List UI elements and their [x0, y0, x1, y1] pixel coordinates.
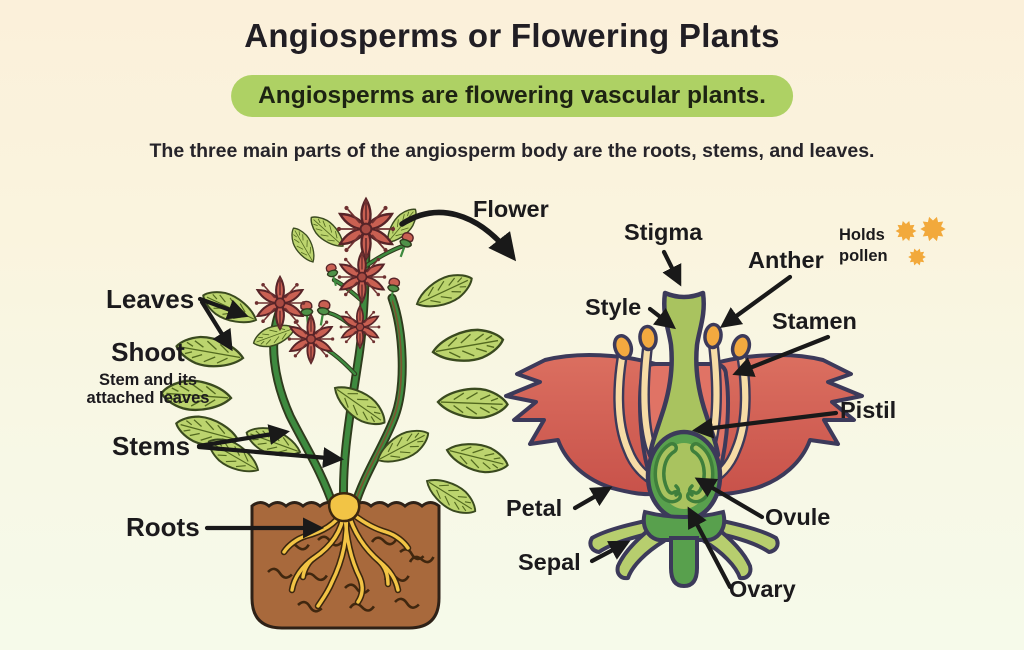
holds-pollen-label: Holds pollen — [839, 226, 888, 265]
stems-arrow-1 — [196, 424, 290, 449]
pistil-arrow — [691, 410, 839, 439]
stigma-label: Stigma — [624, 219, 703, 245]
anther-label: Anther — [748, 247, 824, 273]
shoot-label: Shoot — [111, 337, 185, 367]
shoot-note: Stem and its attached leaves — [86, 371, 210, 408]
flower-label: Flower — [473, 196, 549, 222]
subtitle-text: The three main parts of the angiosperm b… — [149, 140, 875, 162]
style-label: Style — [585, 294, 642, 320]
root-crown — [328, 492, 361, 523]
petal-label: Petal — [506, 495, 563, 521]
leaves-arrow-1 — [197, 296, 249, 320]
label-arrows — [196, 209, 839, 590]
definition-banner: Angiosperms are flowering vascular plant… — [231, 75, 793, 117]
stems-arrow-2 — [196, 444, 345, 469]
soil-pot — [250, 492, 441, 630]
plant-stems — [269, 229, 407, 513]
stamen-label: Stamen — [772, 308, 857, 334]
flower-stem-art — [669, 536, 699, 589]
anther-arrow — [719, 274, 793, 328]
ovary-arrow — [687, 506, 733, 590]
roots-label: Roots — [126, 512, 200, 542]
receptacle-art — [641, 509, 727, 542]
ovary-art — [645, 429, 723, 523]
sepal-arrow — [589, 540, 631, 564]
stems-label: Stems — [112, 431, 191, 461]
anthers — [612, 322, 752, 360]
leaves-label: Leaves — [106, 284, 195, 314]
stigma-arrow — [661, 249, 682, 287]
ovule-label: Ovule — [765, 504, 831, 530]
style-arrow — [647, 306, 676, 330]
ovule-arrow — [694, 477, 765, 520]
plant-roots — [280, 508, 412, 610]
petal-arrow — [572, 486, 613, 511]
sepal-label: Sepal — [518, 549, 581, 575]
flower-cross-section — [504, 216, 946, 589]
leaves-arrow-2 — [199, 299, 233, 352]
plant-illustration — [159, 197, 512, 630]
ovary-label: Ovary — [729, 576, 796, 602]
flower-arc-arrow — [399, 209, 517, 262]
page-title: Angiosperms or Flowering Plants — [244, 17, 780, 54]
pistil-label: Pistil — [840, 397, 897, 423]
stamen-arrow — [732, 334, 831, 377]
shoot-label-block: Shoot Stem and its attached leaves — [72, 337, 224, 408]
